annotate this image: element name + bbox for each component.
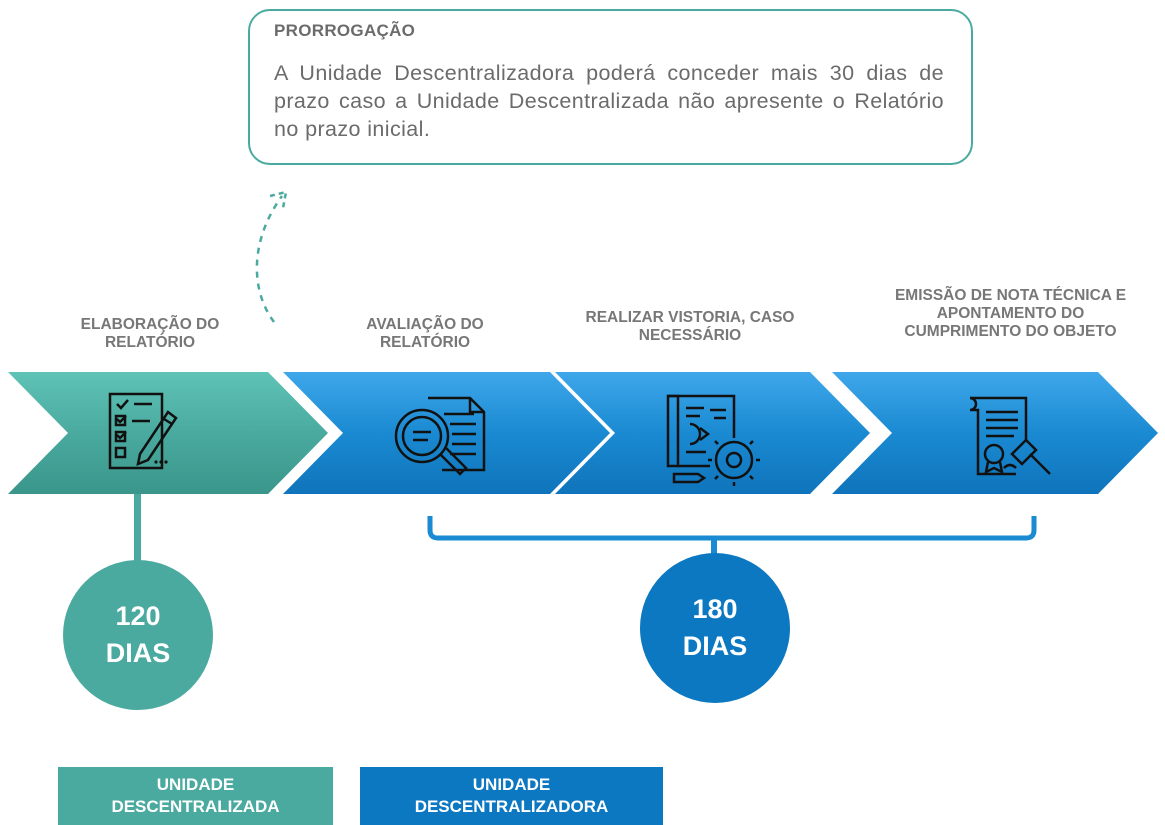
- extension-arrow: [255, 195, 284, 323]
- checklist-pencil-icon: [108, 392, 178, 470]
- deadline-bracket-blue: [427, 516, 1037, 541]
- chevron-step-2: [283, 372, 610, 494]
- legend-decentralizing-unit: UNIDADE DESCENTRALIZADORA: [360, 767, 663, 825]
- chevron-step-1: [8, 372, 328, 494]
- deadline-connector-blue: [711, 538, 717, 556]
- step-3-label: REALIZAR VISTORIA, CASO NECESSÁRIO: [585, 309, 795, 344]
- step-4-label: EMISSÃO DE NOTA TÉCNICA E APONTAMENTO DO…: [894, 287, 1127, 340]
- blueprint-gear-icon: [666, 394, 760, 486]
- step-2-label: AVALIAÇÃO DO RELATÓRIO: [366, 316, 484, 351]
- callout-title: PRORROGAÇÃO: [274, 21, 416, 40]
- deadline-unit: DIAS: [105, 638, 171, 668]
- deadline-connector-teal: [134, 494, 141, 574]
- deadline-unit: DIAS: [682, 631, 748, 661]
- deadline-value: 180: [692, 594, 738, 624]
- certificate-gavel-icon: [969, 396, 1051, 476]
- legend-decentralized-unit: UNIDADE DESCENTRALIZADA: [58, 767, 333, 825]
- chevron-step-4: [832, 372, 1158, 494]
- deadline-circle-120: 120 DIAS: [63, 560, 213, 710]
- extension-arrow-head: [269, 190, 288, 209]
- document-magnifier-icon: [394, 396, 486, 476]
- step-1-label: ELABORAÇÃO DO RELATÓRIO: [80, 316, 220, 351]
- deadline-circle-180: 180 DIAS: [640, 553, 790, 703]
- extension-callout: PRORROGAÇÃO A Unidade Descentralizadora …: [248, 9, 973, 165]
- chevron-step-3: [555, 372, 870, 494]
- deadline-value: 120: [115, 601, 161, 631]
- callout-body: A Unidade Descentralizadora poderá conce…: [274, 61, 944, 141]
